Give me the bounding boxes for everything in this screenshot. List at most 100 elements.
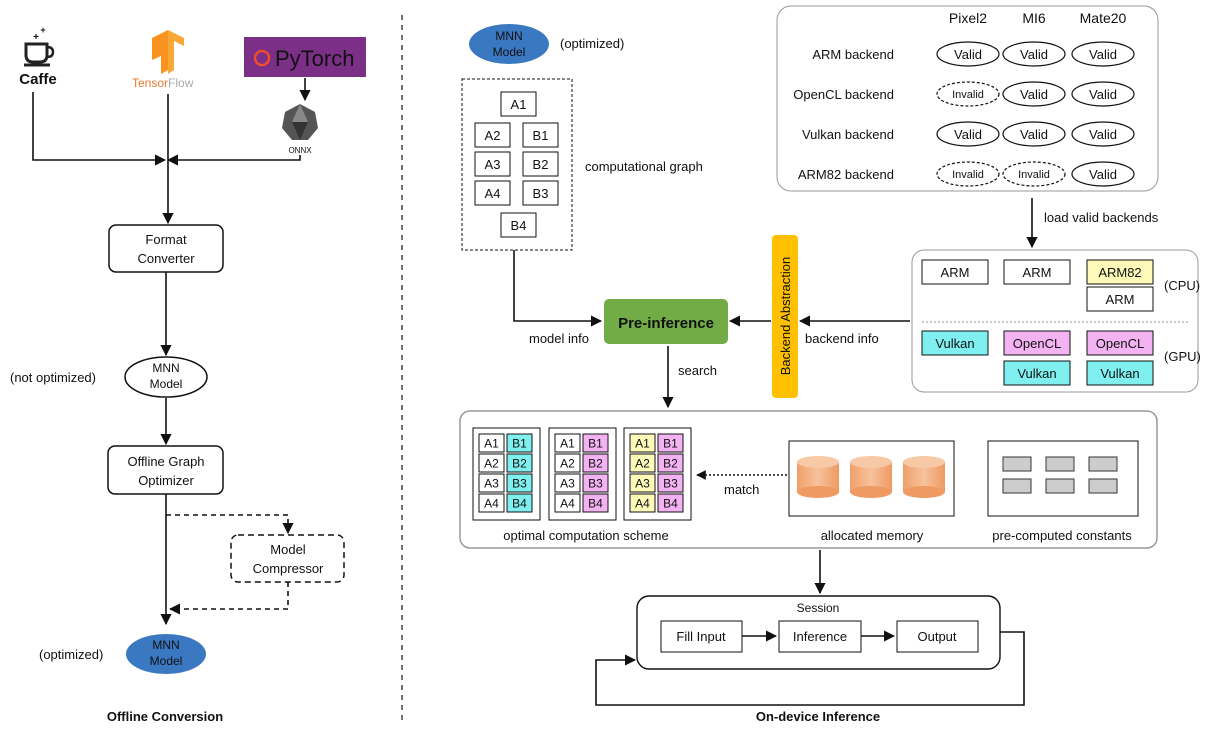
valid-badge: Valid — [1071, 41, 1135, 67]
mnn-model-unoptimized-line1: MNN — [152, 361, 179, 375]
scheme-node-b: B1 — [506, 433, 533, 453]
valid-badge: Valid — [1071, 161, 1135, 187]
valid-badge: Valid — [1071, 81, 1135, 107]
svg-text:+: + — [40, 25, 45, 35]
gpu-vulkan-mate20: Vulkan — [1086, 360, 1154, 386]
graph-node-label: B4 — [511, 218, 527, 233]
search-label: search — [678, 363, 717, 378]
pre-inference-label: Pre-inference — [618, 315, 714, 332]
mnn-model-optimized — [126, 634, 206, 674]
device-header: MI6 — [1022, 10, 1046, 26]
graph-node: A1 — [500, 91, 537, 117]
gpu-vulkan-mate20-label: Vulkan — [1100, 366, 1139, 381]
scheme-node-a-label: A3 — [560, 477, 575, 491]
scheme-node-b-label: B4 — [663, 497, 678, 511]
graph-node-label: B3 — [533, 186, 549, 201]
format-converter-line2: Converter — [137, 251, 195, 266]
graph-node: B1 — [522, 122, 559, 148]
graph-optimizer-line1: Offline Graph — [127, 454, 204, 469]
allocated-memory-label: allocated memory — [821, 528, 924, 543]
graph-node: A2 — [474, 122, 511, 148]
backend-abstraction-label: Backend Abstraction — [778, 257, 793, 376]
mnn-model-input — [469, 24, 549, 64]
device-header: Pixel2 — [949, 10, 987, 26]
scheme-node-b-label: B4 — [588, 497, 603, 511]
badge-label: Valid — [1020, 87, 1048, 102]
scheme-node-b: B3 — [657, 473, 684, 493]
computational-graph-label: computational graph — [585, 159, 703, 174]
caffe-logo: + + Caffe — [19, 25, 57, 88]
caffe-label: Caffe — [19, 71, 57, 88]
optimized-label-left: (optimized) — [39, 647, 103, 662]
invalid-badge: Invalid — [936, 161, 1000, 187]
scheme-node-b: B2 — [582, 453, 609, 473]
scheme-node-a-label: A2 — [484, 457, 499, 471]
cpu-arm-mate20-label: ARM — [1106, 292, 1135, 307]
scheme-node-b-label: B1 — [588, 437, 603, 451]
cpu-arm-pixel2: ARM — [921, 259, 989, 285]
mnn-model-input-line1: MNN — [495, 29, 522, 43]
scheme-node-a: A1 — [478, 433, 505, 453]
cpu-arm-pixel2-label: ARM — [941, 265, 970, 280]
scheme-node-b: B2 — [506, 453, 533, 473]
scheme-node-a-label: A1 — [560, 437, 575, 451]
scheme-node-a-label: A3 — [484, 477, 499, 491]
format-converter-box — [108, 224, 224, 273]
inference-label: Inference — [793, 629, 847, 644]
scheme-node-a: A4 — [554, 493, 581, 513]
not-optimized-label: (not optimized) — [10, 370, 96, 385]
graph-node-label: B2 — [533, 157, 549, 172]
graph-node-label: A2 — [485, 128, 501, 143]
tensorflow-logo: TensorFlow — [132, 30, 194, 90]
badge-label: Invalid — [1018, 169, 1050, 181]
gpu-vulkan-pixel2-label: Vulkan — [935, 336, 974, 351]
cpu-arm-mi6: ARM — [1003, 259, 1071, 285]
valid-badge: Valid — [1002, 81, 1066, 107]
badge-label: Valid — [954, 127, 982, 142]
backend-row-label: ARM backend — [812, 47, 894, 62]
scheme-node-b-label: B1 — [663, 437, 678, 451]
scheme-node-b-label: B4 — [512, 497, 527, 511]
graph-node: B3 — [522, 180, 559, 206]
mnn-model-optimized-line2: Model — [150, 654, 183, 668]
match-label: match — [724, 482, 759, 497]
scheme-node-a: A2 — [629, 453, 656, 473]
scheme-node-b-label: B2 — [512, 457, 527, 471]
scheme-node-a-label: A2 — [560, 457, 575, 471]
pytorch-label: PyTorch — [275, 46, 354, 71]
scheme-node-b: B4 — [582, 493, 609, 513]
optimized-label-right: (optimized) — [560, 36, 624, 51]
mnn-model-input-line2: Model — [493, 45, 526, 59]
scheme-node-a-label: A4 — [484, 497, 499, 511]
optimal-scheme-label: optimal computation scheme — [503, 528, 668, 543]
graph-node-label: A1 — [511, 97, 527, 112]
scheme-node-a: A2 — [478, 453, 505, 473]
constant-blocks — [1002, 456, 1118, 494]
format-converter-line1: Format — [145, 232, 187, 247]
scheme-node-a: A2 — [554, 453, 581, 473]
invalid-badge: Invalid — [936, 81, 1000, 107]
scheme-node-a-label: A1 — [484, 437, 499, 451]
memory-cylinders — [797, 456, 945, 498]
graph-node: B4 — [500, 212, 537, 238]
output-box — [896, 620, 979, 653]
graph-node: B2 — [522, 151, 559, 177]
graph-optimizer-box — [107, 445, 224, 495]
scheme-node-a: A1 — [554, 433, 581, 453]
scheme-node-b: B1 — [657, 433, 684, 453]
output-label: Output — [917, 629, 956, 644]
scheme-node-a-label: A3 — [635, 477, 650, 491]
backend-row-label: ARM82 backend — [798, 167, 894, 182]
scheme-node-b: B3 — [506, 473, 533, 493]
gpu-opencl-mi6: OpenCL — [1003, 330, 1071, 356]
cpu-arm82-mate20-label: ARM82 — [1098, 265, 1141, 280]
badge-label: Valid — [1089, 127, 1117, 142]
model-info-label: model info — [529, 331, 589, 346]
cpu-label: (CPU) — [1164, 278, 1200, 293]
